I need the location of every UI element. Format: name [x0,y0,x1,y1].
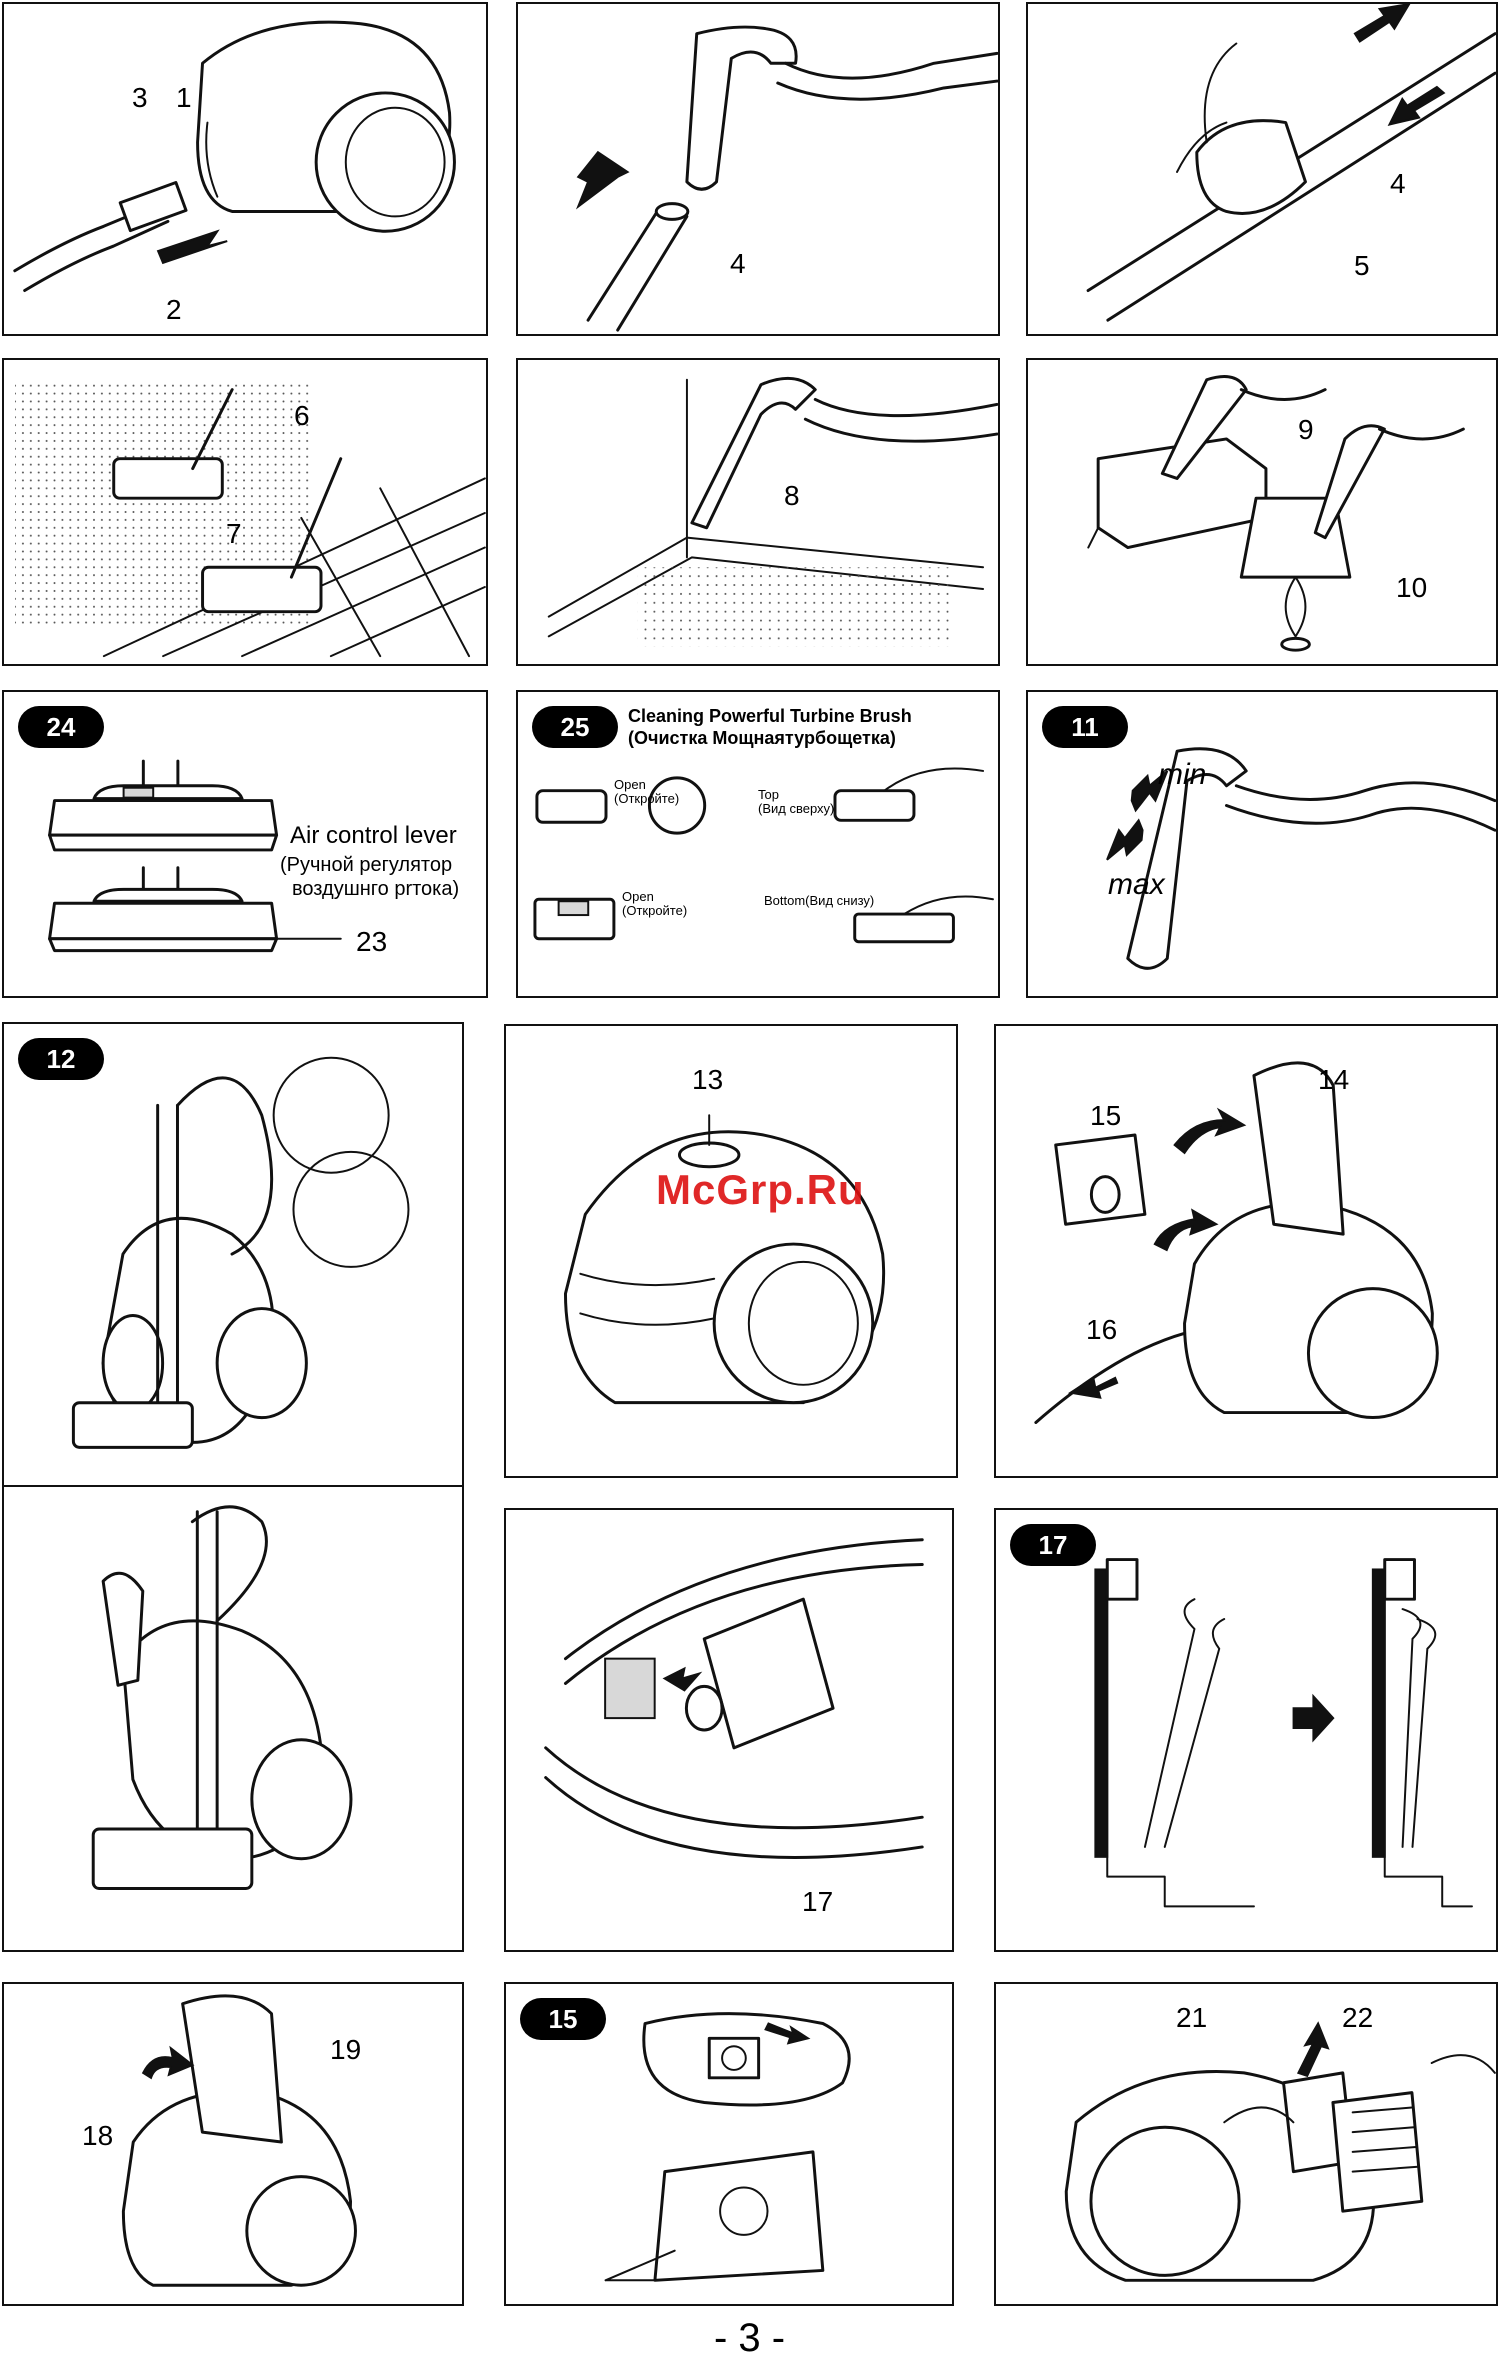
label-6: 6 [294,402,310,430]
handle-wand-illustration [518,4,998,334]
air-control-label-ru-2: воздушнго prтока) [292,878,459,901]
label-23: 23 [356,928,387,956]
panel-25-turbine-brush: 25 Cleaning Powerful Turbine Brush (Очис… [516,690,1000,998]
label-3: 3 [132,84,148,112]
cover-release-illustration [4,1984,462,2304]
label-22: 22 [1342,2004,1373,2032]
min-label: min [1158,758,1206,793]
label-7: 7 [226,520,242,548]
label-14: 14 [1318,1066,1349,1094]
telescopic-wand-illustration [1028,4,1496,334]
dust-bag-illustration [506,1984,952,2304]
label-9: 9 [1298,416,1314,444]
panel-upholstery: 9 10 [1026,358,1498,666]
watermark-text: McGrp.Ru [656,1166,865,1214]
open-cover-illustration [996,1026,1496,1476]
panel-wand-handle: 4 [516,2,1000,336]
panel-12-storage: 12 [2,1022,464,1952]
label-5: 5 [1354,252,1370,280]
label-10: 10 [1396,574,1427,602]
panel-17-bag-insert: 17 [994,1508,1498,1952]
bag-insert-steps-illustration [996,1510,1496,1950]
panel-wand-adjust: 4 5 [1026,2,1498,336]
label-4b: 4 [1390,170,1406,198]
label-2: 2 [166,296,182,324]
label-8: 8 [784,482,800,510]
label-1: 1 [176,84,192,112]
label-19: 19 [330,2036,361,2064]
floor-brush-carpet-illustration [4,360,486,664]
open-step-label-ru: (Откройте) [614,792,679,807]
open-step2-label-ru: (Откройте) [622,904,687,919]
panel-14-open-cover: 14 15 16 [994,1024,1498,1478]
label-16: 16 [1086,1316,1117,1344]
vacuum-storage-illustration [4,1024,462,1950]
panel-11-suction-control: 11 min max [1026,690,1498,998]
handle-slider-illustration [1028,692,1496,996]
label-21: 21 [1176,2004,1207,2032]
crevice-tool-illustration [518,360,998,664]
bag-holder-illustration [506,1510,952,1950]
air-control-label-ru-1: (Ручной регулятор [280,854,452,877]
label-13: 13 [692,1066,723,1094]
label-4: 4 [730,250,746,278]
panel-13-body-top: 13 McGrp.Ru [504,1024,958,1478]
label-15: 15 [1090,1102,1121,1130]
panel-24-air-control: 24 Air control lever (Ручной регулятор в… [2,690,488,998]
vacuum-body-illustration [506,1026,956,1476]
upholstery-lamp-illustration [1028,360,1496,664]
top-view-label-ru: (Вид сверху) [758,802,834,817]
page-number: - 3 - [0,2316,1499,2361]
air-control-label-en: Air control lever [290,822,457,850]
panel-cover-release: 19 18 [2,1982,464,2306]
bottom-view-label: Bottom(Вид снизу) [764,894,874,909]
panel-filter-remove: 21 22 [994,1982,1498,2306]
filter-remove-illustration [996,1984,1496,2304]
panel-floor-brush: 6 7 [2,358,488,666]
vacuum-hose-connect-illustration [4,4,486,334]
panel-hose-connect: 3 1 2 [2,2,488,336]
label-17: 17 [802,1888,833,1916]
turbine-brush-steps-illustration [518,692,998,996]
max-label: max [1108,868,1165,903]
panel-bag-holder: 17 [504,1508,954,1952]
label-18: 18 [82,2122,113,2150]
panel-15-dust-bag: 15 [504,1982,954,2306]
panel-crevice-tool: 8 [516,358,1000,666]
